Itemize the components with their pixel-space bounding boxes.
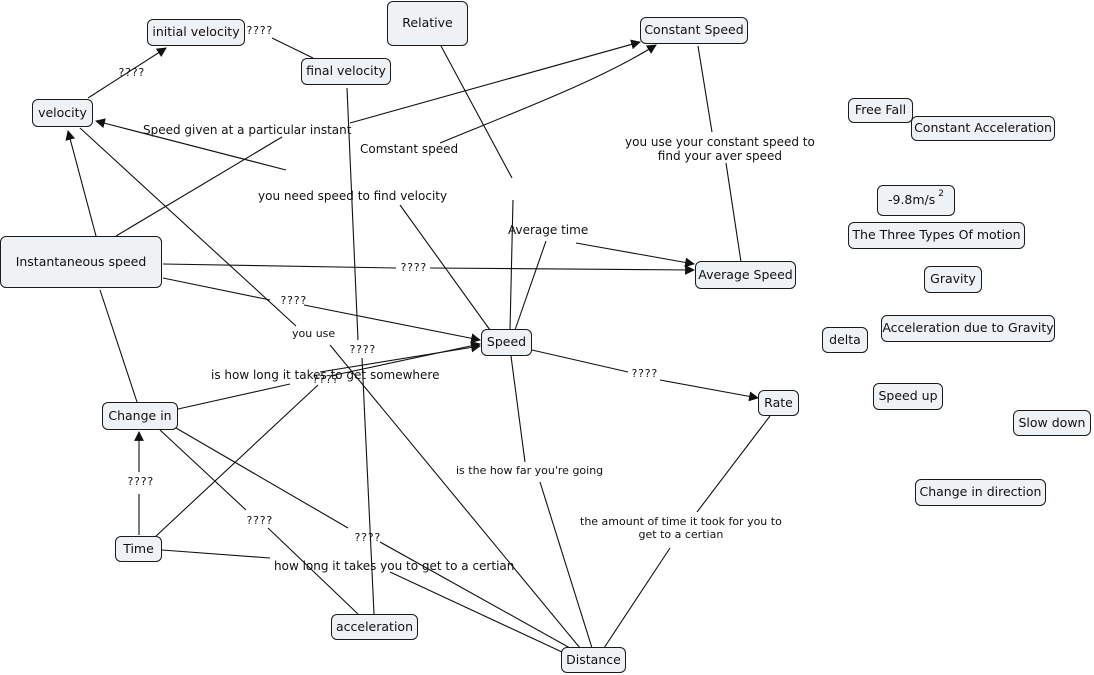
- node-change-direction[interactable]: Change in direction: [915, 479, 1046, 506]
- label-q-change-accel: ????: [246, 514, 273, 527]
- label-amount-time: the amount of time it took for you to ge…: [580, 515, 782, 541]
- link-time-dist-2: [389, 571, 563, 653]
- link-inst-velocity: [65, 130, 97, 237]
- link-speed-distance: [510, 355, 526, 463]
- link-change-dist: [175, 427, 349, 529]
- link-change-accel: [159, 429, 247, 511]
- node-velocity[interactable]: velocity: [32, 99, 93, 127]
- label-q-iv-fv: ????: [246, 24, 273, 37]
- link-time-dist: [161, 549, 271, 559]
- link-finalvel-accel-2: [361, 357, 375, 615]
- node-speed[interactable]: Speed: [481, 329, 532, 356]
- link-finalvel-initialvel: [271, 37, 314, 59]
- link-velocity-initialvel: [87, 47, 167, 99]
- node-three-types[interactable]: The Three Types Of motion: [848, 222, 1025, 249]
- label-how-far: is the how far you're going: [456, 464, 604, 477]
- link-change-velocity-up: [99, 289, 138, 403]
- label-q-accel: ????: [349, 343, 376, 356]
- node-delta[interactable]: delta: [822, 327, 868, 353]
- node-initial-velocity[interactable]: initial velocity: [147, 19, 245, 46]
- label-q-speed-rate: ????: [631, 367, 658, 380]
- node-constant-acceleration[interactable]: Constant Acceleration: [911, 116, 1055, 141]
- link-speed-rate: [531, 349, 629, 373]
- link-constant-avg-b: [725, 162, 742, 263]
- node-rate[interactable]: Rate: [758, 390, 799, 416]
- link-rate-distance-2: [603, 547, 671, 649]
- link-time-speed: [154, 384, 319, 538]
- label-constant-to-avg: you use your constant speed to find your…: [625, 135, 815, 163]
- label-need-speed: you need speed to find velocity: [258, 189, 448, 203]
- link-change-dist-2: [379, 541, 571, 649]
- label-average-time: Average time: [508, 223, 589, 237]
- node-constant-speed[interactable]: Constant Speed: [640, 17, 748, 44]
- label-q-change-dist: ????: [354, 531, 381, 544]
- link-change-accel-2: [267, 527, 359, 615]
- label-speed-instant: Speed given at a particular instant: [143, 123, 352, 137]
- link-speed-rate-2: [659, 379, 759, 402]
- link-finalvel-accel: [346, 87, 359, 341]
- link-change-speed-2: [319, 342, 481, 373]
- node-acceleration[interactable]: acceleration: [331, 614, 418, 640]
- link-constant-avg-a: [697, 45, 713, 133]
- label-how-long: is how long it takes to get somewhere: [211, 368, 440, 382]
- node-change-in[interactable]: Change in: [102, 402, 178, 430]
- node-instantaneous-speed[interactable]: Instantaneous speed: [0, 236, 162, 288]
- link-change-speed: [177, 383, 291, 410]
- label-q-inst-avg: ????: [400, 261, 427, 274]
- link-inst-constant: [115, 136, 283, 237]
- label-how-long-certian: how long it takes you to get to a certia…: [274, 559, 515, 573]
- link-speed-distance-2: [539, 481, 593, 649]
- node-distance[interactable]: Distance: [561, 647, 626, 673]
- label-you-use: you use: [292, 327, 336, 340]
- node-time[interactable]: Time: [115, 536, 162, 562]
- link-inst-constant-2: [349, 39, 641, 124]
- label-constant-speed: Comstant speed: [360, 142, 459, 156]
- link-inst-speed: [162, 277, 271, 301]
- link-speed-avgtime: [514, 240, 547, 331]
- node-average-speed[interactable]: Average Speed: [695, 261, 796, 289]
- link-relative-speed-2: [509, 199, 514, 331]
- label-q-vel-iv: ????: [118, 66, 145, 79]
- node-slow-down[interactable]: Slow down: [1013, 410, 1091, 436]
- node-speed-up[interactable]: Speed up: [873, 383, 943, 410]
- label-q-time-speed: ????: [312, 373, 339, 386]
- node-gravity[interactable]: Gravity: [924, 266, 982, 293]
- link-relative-speed: [440, 45, 513, 179]
- link-rate-distance: [696, 415, 771, 513]
- node-final-velocity[interactable]: final velocity: [301, 58, 391, 85]
- link-speed-needspeed: [399, 204, 491, 331]
- link-time-speed-2: [329, 341, 481, 377]
- link-inst-avg-2: [429, 264, 695, 275]
- link-inst-speed-2: [303, 304, 481, 344]
- link-speed-velocity: [95, 118, 287, 171]
- node-free-fall[interactable]: Free Fall: [848, 98, 913, 123]
- label-q-time-change: ????: [127, 475, 154, 488]
- node-relative[interactable]: Relative: [387, 1, 468, 46]
- link-velocity-distance: [79, 127, 297, 327]
- link-speed-constant-a: [439, 44, 657, 144]
- link-inst-avg: [162, 263, 397, 269]
- link-velocity-distance-2: [329, 344, 581, 649]
- node-acceleration-gravity[interactable]: Acceleration due to Gravity: [881, 315, 1055, 342]
- label-q-inst-speed: ????: [280, 294, 307, 307]
- link-avgtime-avgspeed: [575, 242, 695, 268]
